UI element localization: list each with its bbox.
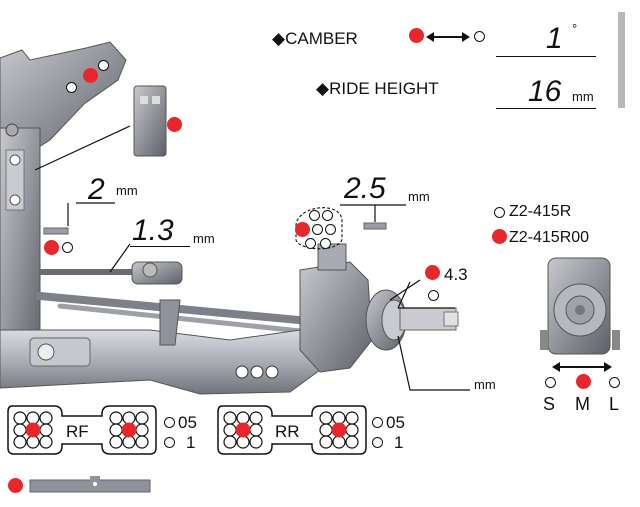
camber-red-marker (409, 28, 424, 43)
sml-l-marker (609, 377, 620, 388)
camber-label: ◆CAMBER (272, 29, 358, 48)
measure-2-5-unit: mm (408, 189, 430, 204)
double-arrow-icon (426, 32, 470, 42)
sml-s-marker (545, 377, 556, 388)
lower-unit: mm (474, 377, 496, 392)
upper-position-marker (83, 68, 98, 83)
upper-hole-a (66, 82, 77, 93)
rf-shim-block (7, 405, 157, 455)
upper-hole-b (98, 60, 109, 71)
sml-l-label: L (609, 394, 620, 414)
sml-double-arrow-icon (552, 362, 612, 372)
rf-opt1-label: 05 (178, 413, 197, 432)
ride-height-value: 16 (528, 75, 562, 108)
camber-underline (496, 56, 596, 57)
measure-4-3-value: 4.3 (444, 265, 468, 284)
cluster-hole-4 (325, 224, 336, 235)
rf-label: RF (66, 422, 89, 441)
cluster-hole-3 (312, 224, 323, 235)
rr-opt2-label: 1 (394, 433, 404, 452)
cluster-hole-6 (320, 238, 331, 249)
part-std-label: Z2-415R (509, 203, 572, 220)
ride-height-label: ◆RIDE HEIGHT (316, 79, 439, 98)
camber-value: 1 (546, 22, 563, 55)
rr-opt2-marker (372, 437, 383, 448)
measure-1-3-value: 1.3 (132, 214, 174, 247)
bottom-shim-marker (8, 478, 23, 493)
rf-opt2-marker (164, 437, 175, 448)
rr-opt1-label: 05 (386, 413, 405, 432)
rr-shim-block (217, 405, 367, 455)
measure-1-3-unit: mm (193, 231, 215, 246)
measure-2-5-value: 2.5 (344, 172, 386, 205)
ride-height-unit: mm (572, 89, 594, 104)
rr-opt1-marker (372, 417, 383, 428)
part-std-marker (494, 207, 505, 218)
cluster-hole-1 (309, 210, 320, 221)
shim-2mm-marker (44, 240, 59, 255)
measure-2-value: 2 (88, 173, 105, 206)
measure-2-unit: mm (116, 183, 138, 198)
rf-opt2-label: 1 (186, 433, 196, 452)
part-alt-label: Z2-415R00 (509, 229, 590, 246)
sml-s-label: S (543, 394, 556, 414)
shim-2mm-hole (62, 242, 73, 253)
cluster-hole-5 (305, 238, 316, 249)
sml-m-marker (576, 374, 591, 389)
cluster-hole-2 (322, 210, 333, 221)
measure-4-3-open (428, 290, 439, 301)
rf-opt1-marker (164, 417, 175, 428)
ride-height-underline (496, 108, 596, 109)
camber-open-marker (474, 31, 485, 42)
measure-1-3-underline (130, 246, 190, 247)
block-marker (167, 117, 182, 132)
camber-unit: ° (572, 21, 578, 36)
part-alt-marker (492, 229, 507, 244)
rr-label: RR (275, 422, 300, 441)
measure-4-3-marker (425, 265, 440, 280)
sml-m-label: M (575, 394, 590, 414)
cluster-marker (295, 222, 310, 237)
